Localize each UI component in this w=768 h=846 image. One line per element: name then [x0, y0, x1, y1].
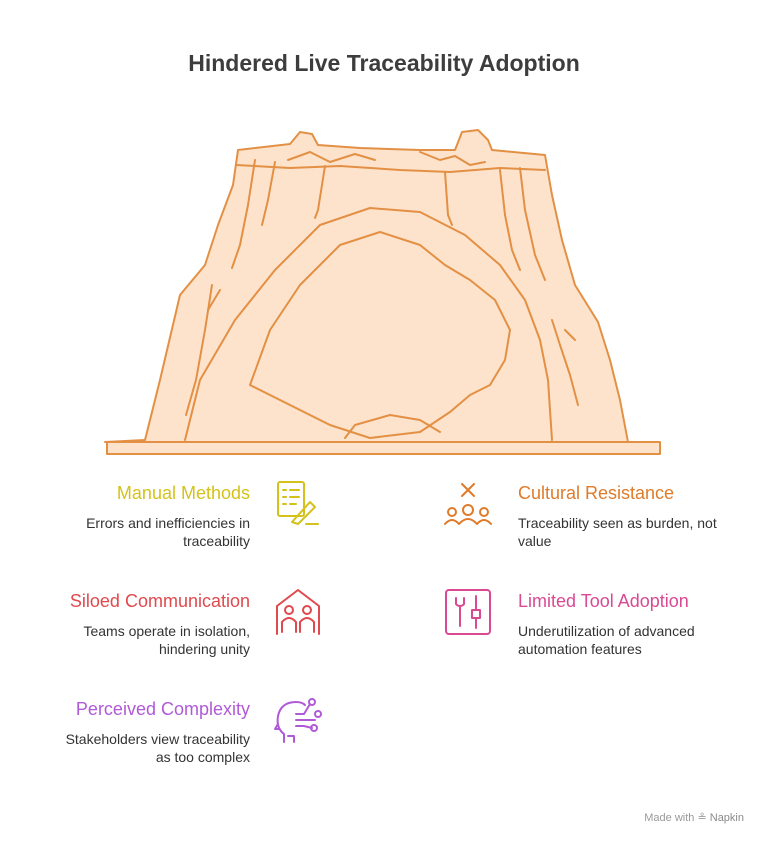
- item-heading: Perceived Complexity: [75, 699, 250, 719]
- page-title: Hindered Live Traceability Adoption: [188, 50, 580, 76]
- item-description: Underutilization of advanced automation …: [518, 623, 695, 657]
- item-description: Errors and inefficiencies in traceabilit…: [86, 515, 250, 549]
- item-heading: Siloed Communication: [69, 591, 250, 611]
- item-description: Stakeholders view traceability as too co…: [65, 731, 250, 765]
- napkin-logo-icon: ≗: [697, 812, 707, 824]
- item-heading: Cultural Resistance: [518, 483, 675, 503]
- item-siloed-communication: Siloed Communication Teams operate in is…: [10, 590, 250, 658]
- footer-credit: Made with ≗ Napkin: [644, 812, 744, 824]
- item-limited-tool-adoption: Limited Tool Adoption Underutilization o…: [518, 590, 758, 658]
- checklist-pen-icon: [277, 481, 319, 525]
- item-heading: Manual Methods: [116, 483, 250, 503]
- house-people-icon: [276, 589, 320, 635]
- item-manual-methods: Manual Methods Errors and inefficiencies…: [10, 482, 250, 550]
- tools-box-icon: [445, 589, 491, 635]
- item-perceived-complexity: Perceived Complexity Stakeholders view t…: [10, 698, 250, 766]
- arch-body: [104, 129, 629, 443]
- broken-arch-illustration: [104, 129, 661, 455]
- arch-base: [106, 441, 661, 455]
- people-reject-icon: [444, 483, 492, 525]
- item-description: Teams operate in isolation, hindering un…: [83, 623, 250, 657]
- head-circuit-icon: [274, 698, 322, 743]
- item-heading: Limited Tool Adoption: [518, 591, 689, 611]
- item-description: Traceability seen as burden, not value: [518, 515, 717, 549]
- item-cultural-resistance: Cultural Resistance Traceability seen as…: [518, 482, 758, 550]
